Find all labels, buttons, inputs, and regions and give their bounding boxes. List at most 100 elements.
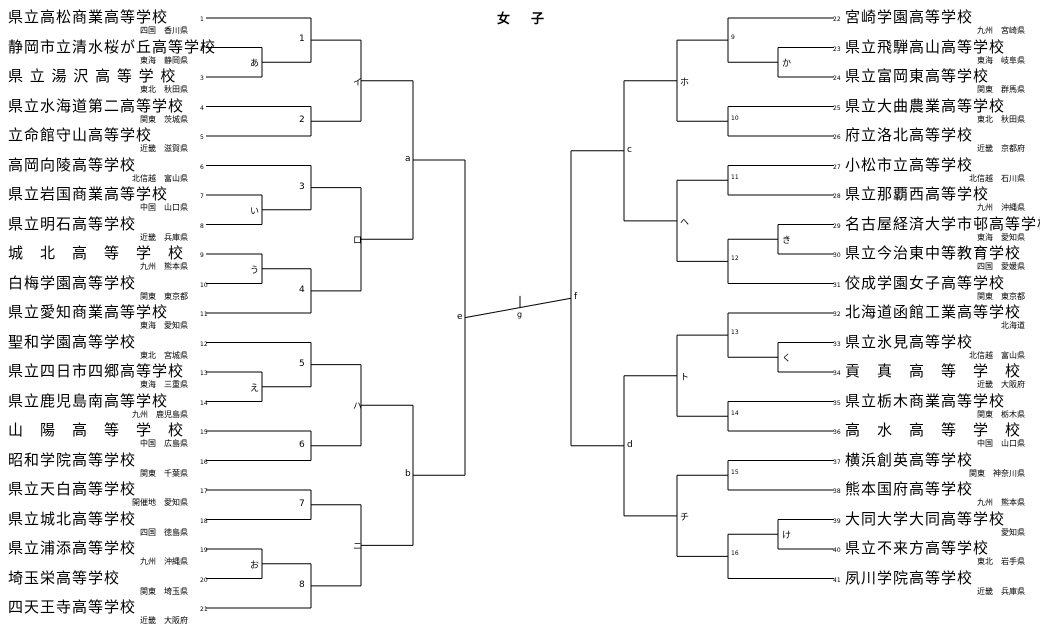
team-region: 近畿 大阪府 (977, 380, 1025, 389)
team-name: 白梅学園高等学校 (8, 273, 137, 292)
team-region: 関東 群馬県 (977, 85, 1025, 94)
team-entry: 城 北 高 等 学 校九州 熊本県 (8, 245, 198, 272)
team-entry: 県 立 湯 沢 高 等 学 校東北 秋田県 (8, 67, 198, 95)
seed-number: 17 (200, 488, 208, 495)
team-region: 四国 香川県 (140, 26, 188, 35)
team-entry: 横浜創英高等学校関東 神奈川県 (845, 451, 1035, 478)
team-entry: 県立飛騨高山高等学校東海 岐阜県 (845, 38, 1035, 65)
team-name: 県立今治東中等教育学校 (845, 244, 1022, 262)
seed-number: 5 (200, 134, 204, 141)
seed-number: 4 (200, 104, 204, 112)
team-region: 東北 岩手県 (977, 557, 1025, 566)
seed-number: 34 (833, 370, 841, 377)
team-region: 北信越 富山県 (132, 173, 188, 183)
team-entry: 夙川学院高等学校近畿 兵庫県 (845, 569, 1035, 596)
match-label: 3 (299, 181, 305, 192)
match-label: 5 (299, 358, 305, 369)
team-region: 関東 神奈川県 (969, 468, 1025, 478)
match-label: 6 (299, 439, 305, 450)
match-label: 16 (731, 550, 739, 558)
seed-number: 6 (200, 163, 204, 171)
team-region: 四国 愛媛県 (977, 262, 1025, 271)
seed-number: 33 (833, 340, 841, 348)
team-region: 東北 秋田県 (977, 114, 1025, 124)
seed-number: 14 (200, 399, 208, 407)
match-label: 2 (299, 115, 305, 126)
team-name: 県立水海道第二高等学校 (8, 96, 185, 115)
team-region: 関東 東京都 (977, 291, 1025, 301)
team-region: 東海 愛知県 (977, 232, 1025, 242)
team-region: 近畿 大阪府 (140, 616, 188, 625)
team-name: 県 立 湯 沢 高 等 学 校 (8, 67, 177, 85)
team-entry: 佼成学園女子高等学校関東 東京都 (845, 274, 1035, 301)
seed-number: 19 (200, 547, 208, 554)
team-region: 近畿 兵庫県 (140, 232, 188, 242)
match-label: ホ (680, 77, 690, 88)
match-label: e (457, 311, 463, 322)
match-label: f (574, 292, 578, 303)
seed-number: 36 (833, 429, 841, 436)
team-entry: 県立氷見高等学校北信越 富山県 (845, 333, 1035, 360)
seed-number: 26 (833, 134, 841, 141)
team-region: 中国 広島県 (140, 439, 188, 448)
team-name: 埼玉栄高等学校 (8, 568, 121, 587)
team-entry: 県立今治東中等教育学校四国 愛媛県 (845, 244, 1035, 272)
team-name: 県立岩国商業高等学校 (8, 185, 169, 203)
seed-number: 1 (200, 16, 204, 23)
team-region: 東北 秋田県 (140, 85, 188, 94)
team-entry: 宮崎学園高等学校九州 宮崎県 (845, 9, 1035, 36)
team-region: 東海 三重県 (140, 380, 188, 389)
team-entry: 北海道函館工業高等学校北海道 (845, 304, 1035, 331)
seed-number: 21 (200, 606, 208, 613)
team-name: 昭和学院高等学校 (8, 450, 137, 469)
seed-number: 23 (833, 45, 841, 53)
team-entry: 県立愛知商業高等学校東海 愛知県 (8, 304, 198, 331)
match-label: a (405, 153, 411, 164)
seed-number: 28 (833, 193, 841, 200)
match-label: d (627, 439, 633, 450)
team-entry: 県立栃木商業高等学校関東 栃木県 (845, 391, 1035, 419)
seed-number: 12 (200, 340, 208, 348)
match-label: ヘ (680, 217, 690, 228)
team-entry: 府立洛北高等学校近畿 京都府 (845, 126, 1035, 154)
bracket-line (464, 297, 572, 319)
seed-number: 15 (200, 429, 208, 436)
team-entry: 貢 真 高 等 学 校近畿 大阪府 (845, 363, 1035, 390)
seed-number: 25 (833, 104, 841, 112)
team-entry: 県立浦添高等学校九州 沖縄県 (8, 540, 198, 567)
team-name: 高岡向陵高等学校 (8, 155, 137, 174)
team-name: 県立栃木商業高等学校 (845, 391, 1006, 410)
team-entry: 白梅学園高等学校関東 東京都 (8, 273, 198, 301)
team-region: 開催地 愛知県 (132, 498, 188, 507)
team-entry: 県立天白高等学校開催地 愛知県 (8, 481, 198, 508)
team-region: 関東 千葉県 (140, 468, 188, 478)
team-name: 県立高松商業高等学校 (8, 8, 169, 26)
match-label: 7 (299, 498, 305, 509)
seed-number: 16 (200, 458, 208, 466)
team-name: 聖和学園高等学校 (8, 332, 137, 351)
team-name: 県立大曲農業高等学校 (845, 96, 1006, 115)
team-region: 近畿 京都府 (977, 144, 1025, 153)
team-entry: 静岡市立清水桜が丘高等学校東海 静岡県 (8, 38, 215, 65)
team-entry: 県立那覇西高等学校九州 沖縄県 (845, 186, 1035, 213)
team-region: 九州 沖縄県 (140, 557, 188, 566)
match-label: ハ (353, 402, 363, 413)
team-entry: 県立大曲農業高等学校東北 秋田県 (845, 96, 1035, 124)
match-label: 12 (731, 255, 739, 263)
match-label: ト (680, 372, 690, 383)
match-label: 1 (299, 34, 305, 45)
team-name: 県立四日市四郷高等学校 (8, 362, 185, 380)
team-name: 熊本国府高等学校 (845, 480, 974, 498)
team-name: 県立鹿児島南高等学校 (8, 391, 169, 410)
team-entry: 高 水 高 等 学 校中国 山口県 (845, 422, 1035, 449)
match-label: か (782, 59, 792, 70)
team-region: 九州 熊本県 (140, 262, 188, 271)
team-region: 北信越 石川県 (969, 173, 1025, 183)
team-region: 中国 山口県 (977, 439, 1025, 448)
match-label: 14 (731, 410, 739, 418)
team-name: 府立洛北高等学校 (845, 126, 974, 144)
team-entry: 埼玉栄高等学校関東 埼玉県 (8, 568, 198, 596)
team-entry: 県立四日市四郷高等学校東海 三重県 (8, 362, 198, 390)
team-entry: 四天王寺高等学校近畿 大阪府 (8, 599, 198, 626)
seed-number: 41 (833, 576, 841, 584)
